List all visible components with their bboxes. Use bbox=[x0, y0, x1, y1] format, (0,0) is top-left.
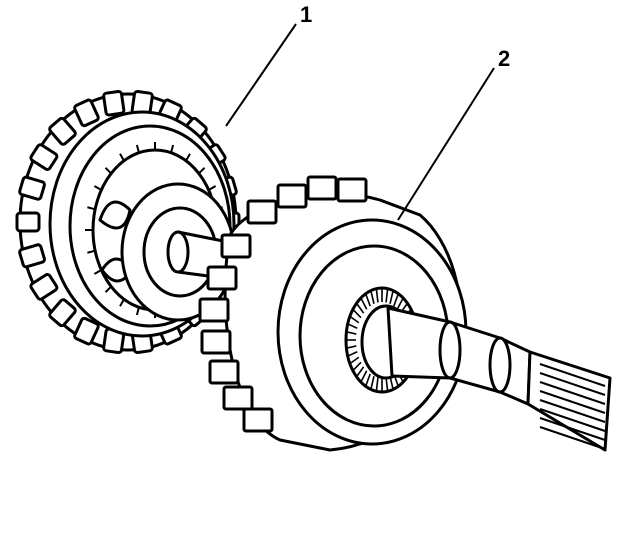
drum-lug bbox=[276, 183, 308, 209]
carrier-outer-tooth bbox=[18, 243, 46, 269]
drum-lug bbox=[200, 329, 232, 355]
bearing-needle bbox=[375, 377, 379, 392]
drum-lug bbox=[246, 199, 278, 225]
bearing-needle bbox=[385, 288, 389, 303]
drum-lug bbox=[198, 297, 230, 323]
bearing-needle bbox=[346, 331, 357, 335]
bearing-needle bbox=[370, 290, 375, 305]
bearing-needle bbox=[346, 345, 357, 349]
bearing-needle bbox=[385, 377, 389, 392]
bearing-needle bbox=[347, 323, 358, 329]
bearing-needle bbox=[370, 375, 375, 390]
bearing-needle bbox=[355, 366, 365, 378]
carrier-outer-tooth bbox=[48, 298, 77, 328]
carrier-outer-tooth bbox=[73, 98, 100, 128]
bearing-needle bbox=[360, 370, 368, 383]
drum-lug bbox=[206, 265, 238, 291]
shaft-spline-line bbox=[539, 372, 606, 396]
bearing-needle bbox=[389, 290, 394, 305]
shaft-spline-line bbox=[539, 399, 606, 423]
callout-2: 2 bbox=[397, 46, 510, 221]
bearing-needle bbox=[364, 293, 371, 307]
drum-splined-lugs bbox=[198, 175, 368, 433]
bearing-needle bbox=[349, 356, 360, 365]
callout-1: 1 bbox=[225, 2, 312, 127]
bearing-needle bbox=[347, 351, 358, 357]
bearing-needle bbox=[355, 302, 365, 314]
output-shaft bbox=[386, 306, 612, 452]
shaft-spline-line bbox=[539, 363, 606, 387]
carrier-outer-tooth bbox=[48, 116, 77, 146]
carrier-outer-tooth bbox=[15, 211, 41, 233]
bearing-needle bbox=[349, 315, 360, 324]
carrier-outer-tooth bbox=[18, 175, 46, 201]
drum-lug bbox=[336, 177, 368, 203]
drum-lug bbox=[208, 359, 240, 385]
bearing-needle bbox=[352, 361, 362, 372]
shaft-spline-line bbox=[539, 426, 606, 450]
output-shaft-splines bbox=[539, 363, 606, 450]
drum-lug bbox=[306, 175, 338, 201]
drum-lug bbox=[222, 385, 254, 411]
shaft-spline-line bbox=[539, 390, 606, 414]
callout-1-leader bbox=[225, 23, 297, 127]
bearing-needle bbox=[393, 293, 400, 307]
drum-lug bbox=[220, 233, 252, 259]
bearing-needle bbox=[375, 288, 379, 303]
carrier-outer-tooth bbox=[102, 89, 126, 117]
drum-lug bbox=[242, 407, 274, 433]
callout-2-label: 2 bbox=[498, 46, 510, 71]
carrier-outer-tooth bbox=[29, 143, 59, 171]
bearing-needle bbox=[352, 308, 362, 319]
carrier-outer-tooth bbox=[29, 273, 59, 301]
shaft-spline-line bbox=[539, 381, 606, 405]
carrier-outer-tooth bbox=[73, 316, 100, 346]
part-2-clutch-drum bbox=[198, 175, 468, 452]
bearing-needle bbox=[360, 297, 368, 310]
shaft-spline-line bbox=[539, 408, 606, 432]
callout-2-leader bbox=[397, 67, 495, 221]
planet-pinion bbox=[98, 200, 132, 230]
bearing-needle bbox=[396, 297, 404, 310]
callout-1-label: 1 bbox=[300, 2, 312, 27]
shaft-spline-line bbox=[539, 417, 606, 441]
bearing-needle bbox=[364, 373, 371, 387]
